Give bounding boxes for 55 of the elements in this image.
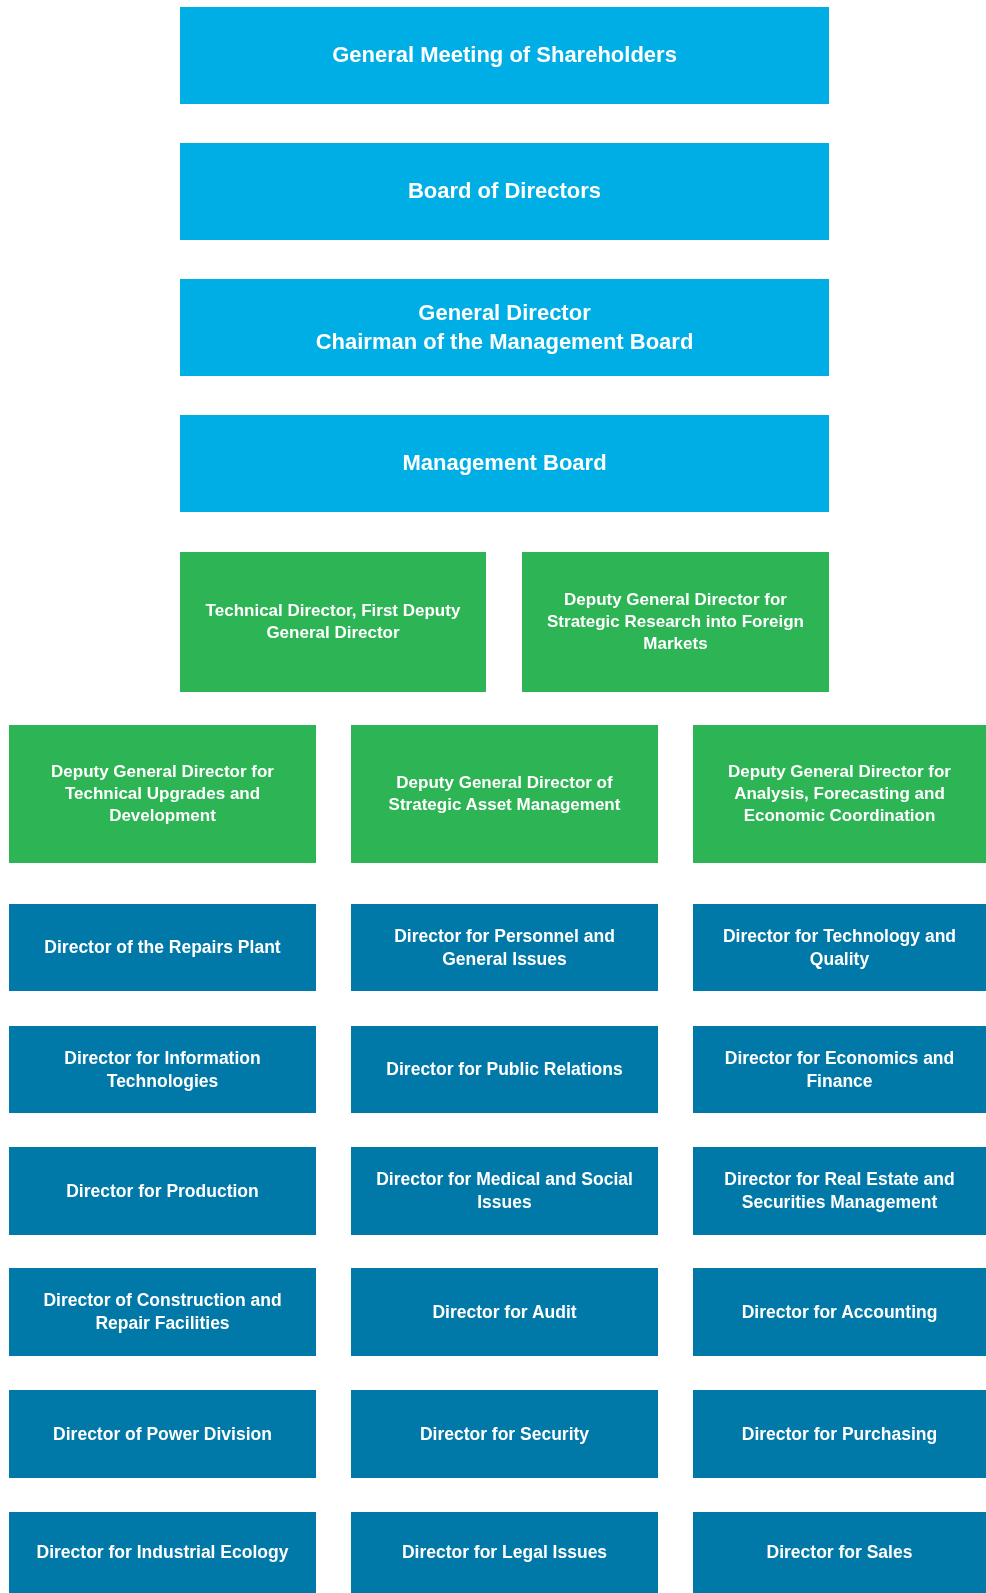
role-title: Director for Security: [419, 1422, 590, 1446]
director-box: [351, 1268, 658, 1356]
governance-box: [180, 415, 829, 512]
deputy-director-box: [351, 725, 658, 863]
deputy-director-box: [9, 725, 316, 863]
role-title: Director for Industrial Ecology: [36, 1541, 289, 1564]
role-title: Director for Real Estate and Securities Management: [723, 1168, 956, 1214]
director-box: [693, 1512, 986, 1593]
role-title: Deputy General Director for Strategic Research into Foreign Markets: [546, 588, 805, 656]
role-title: Director for Economics and Finance: [723, 1046, 956, 1093]
role-title: Director for Public Relations: [386, 1058, 623, 1081]
director-box: [351, 1147, 658, 1235]
director-box: [9, 904, 316, 991]
director-box: [693, 1268, 986, 1356]
governance-box: [180, 7, 829, 104]
director-box: [351, 904, 658, 991]
role-title: Board of Directors: [407, 177, 602, 206]
director-box: [9, 1268, 316, 1356]
role-title: General Meeting of Shareholders: [332, 41, 677, 70]
role-title: Deputy General Director for Technical Upgrades and Development: [50, 760, 275, 828]
role-title: Deputy General Director for Analysis, Forecasting and Economic Coordination: [727, 760, 952, 828]
role-title: Director for Medical and Social Issues: [375, 1168, 634, 1214]
role-title: Director for Accounting: [741, 1300, 938, 1324]
role-title: Director for Technology and Quality: [722, 924, 957, 971]
director-box: [9, 1147, 316, 1235]
director-box: [693, 1390, 986, 1478]
director-box: [9, 1390, 316, 1478]
role-title: Director of the Repairs Plant: [44, 936, 281, 959]
deputy-director-box: [180, 552, 486, 692]
role-title: Technical Director, First Deputy General Director: [204, 599, 462, 644]
director-box: [9, 1512, 316, 1593]
role-title: Director for Sales: [766, 1541, 913, 1564]
deputy-director-box: [522, 552, 829, 692]
director-box: [693, 1147, 986, 1235]
director-box: [693, 904, 986, 991]
director-box: [351, 1390, 658, 1478]
governance-box: [180, 143, 829, 240]
director-box: [351, 1512, 658, 1593]
role-title: Director for Audit: [432, 1300, 577, 1324]
governance-box: [180, 279, 829, 376]
role-title: General Director: [418, 298, 591, 327]
role-title: Director for Information Technologies: [63, 1046, 262, 1093]
director-box: [693, 1026, 986, 1113]
role-title: Director of Power Division: [53, 1422, 272, 1446]
role-title: Director for Production: [66, 1179, 259, 1203]
role-title: Management Board: [402, 449, 607, 478]
role-title: Director for Personnel and General Issues: [393, 924, 616, 971]
deputy-director-box: [693, 725, 986, 863]
role-title: Director for Purchasing: [741, 1422, 938, 1446]
director-box: [9, 1026, 316, 1113]
director-box: [351, 1026, 658, 1113]
role-title: Chairman of the Management Board: [315, 327, 694, 356]
role-title: Director for Legal Issues: [401, 1541, 608, 1564]
role-title: Deputy General Director of Strategic Asset Management: [387, 771, 622, 816]
role-title: Director of Construction and Repair Facilities: [42, 1289, 283, 1335]
